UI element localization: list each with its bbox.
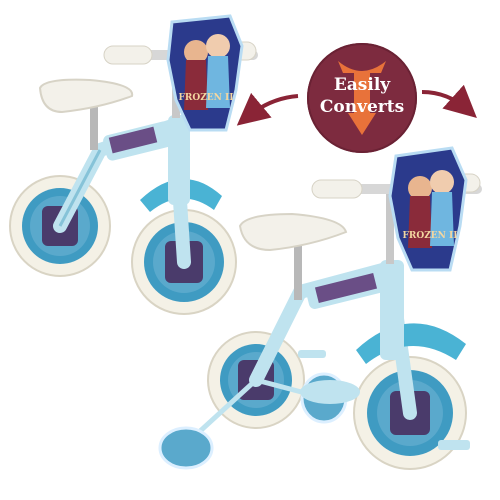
seat — [38, 78, 134, 114]
pedal-bike: FROZEN II — [158, 146, 482, 470]
bike-conversion-icon — [338, 61, 386, 135]
frozen-plaque-2: FROZEN II — [388, 146, 468, 272]
easily-converts-badge: Easily Converts — [307, 43, 417, 153]
seat-2 — [238, 212, 348, 252]
plaque-title: FROZEN II — [179, 93, 234, 103]
arrow-right-icon — [421, 84, 477, 119]
badge-line-2: Converts — [319, 97, 405, 117]
plaque-title-2: FROZEN II — [403, 231, 458, 241]
frozen-plaque: FROZEN II — [166, 14, 244, 132]
front-wheel-2 — [353, 356, 467, 470]
badge-line-1: Easily — [333, 75, 391, 95]
balance-bike: FROZEN II — [9, 14, 258, 315]
arrow-left-icon — [236, 92, 299, 126]
